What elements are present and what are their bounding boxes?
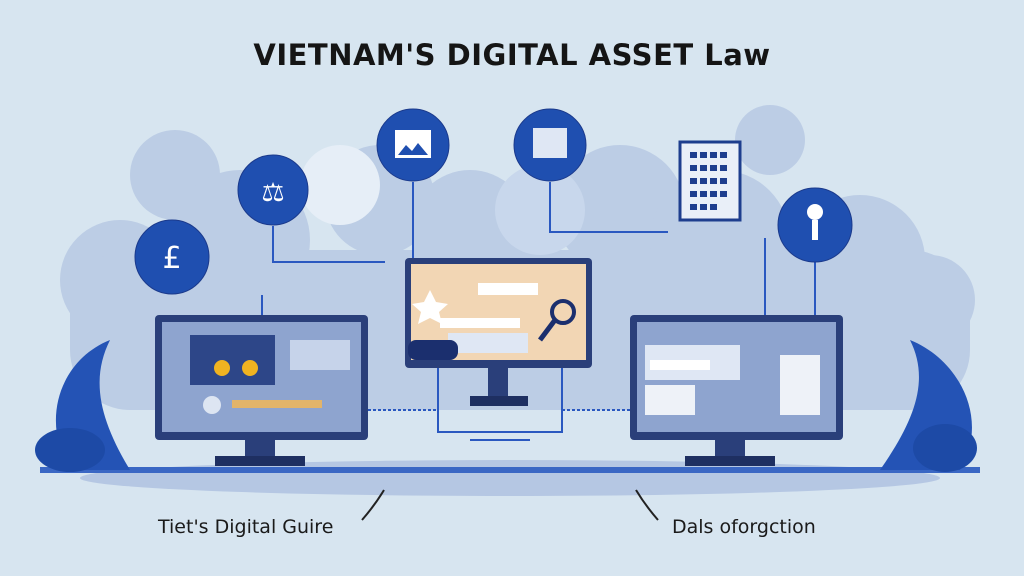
circle-icons: £ ⚖ bbox=[134, 108, 853, 295]
svg-text:£: £ bbox=[162, 241, 181, 276]
page-title: VIETNAM'S DIGITAL ASSET Law bbox=[253, 38, 771, 72]
document-icon bbox=[678, 140, 742, 222]
document-screen-icon bbox=[513, 108, 587, 182]
plant-right bbox=[880, 340, 977, 472]
image-icon bbox=[376, 108, 450, 182]
base-line bbox=[40, 467, 980, 473]
monitor-right bbox=[630, 315, 843, 466]
plant-left bbox=[35, 340, 130, 472]
caption-left: Tiet's Digital Guire bbox=[158, 516, 334, 538]
scales-icon: ⚖ bbox=[237, 154, 309, 226]
monitor-center bbox=[405, 258, 592, 406]
svg-text:⚖: ⚖ bbox=[261, 178, 284, 208]
key-icon bbox=[777, 187, 853, 263]
floor-shadow bbox=[80, 460, 940, 496]
currency-icon: £ bbox=[134, 219, 210, 295]
monitor-left bbox=[155, 315, 368, 466]
connector-lines bbox=[261, 182, 816, 521]
caption-right: Dals oforgction bbox=[672, 516, 816, 538]
